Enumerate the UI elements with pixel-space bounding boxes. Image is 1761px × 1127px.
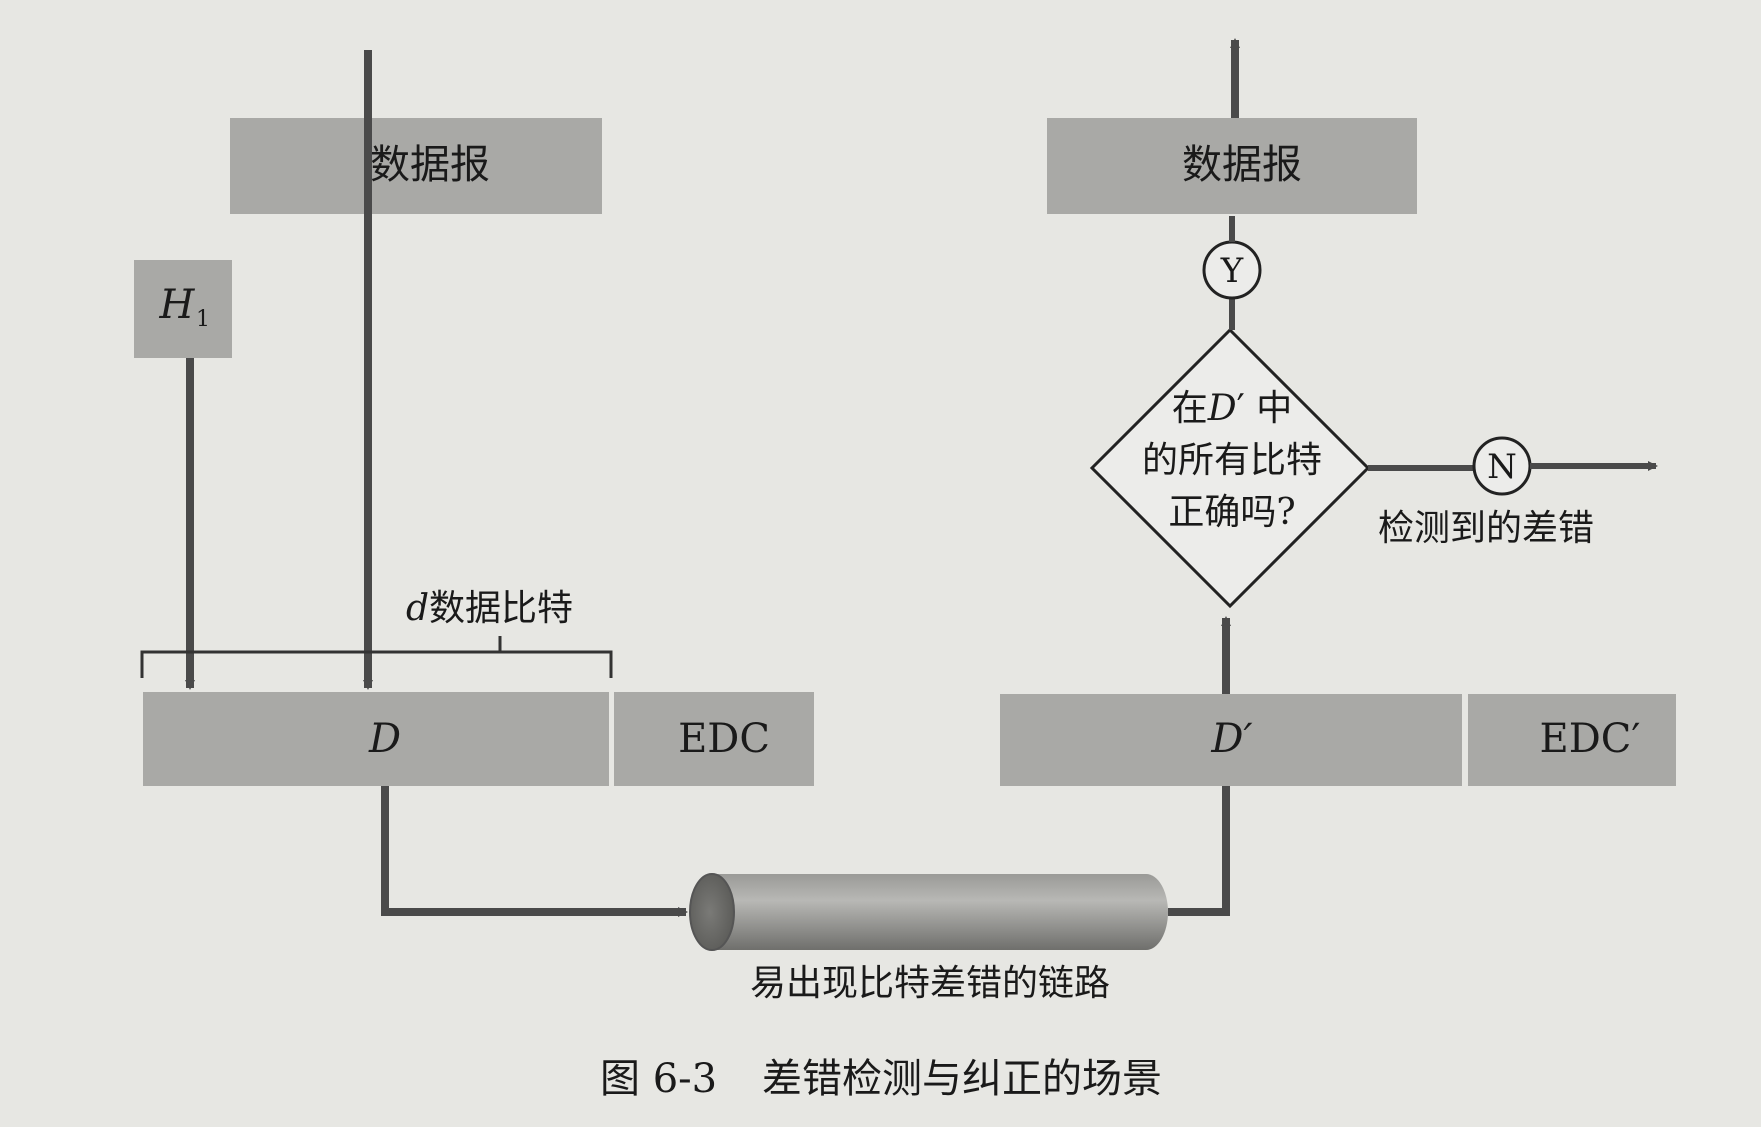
header-h1-box: H 1 <box>134 260 232 358</box>
decision-text-line2: 的所有比特 <box>1142 440 1322 481</box>
receiver-data-box: D′ <box>1000 694 1462 786</box>
receiver-edc-box: EDC′ <box>1468 694 1676 786</box>
sender-datagram-box: 数据报 <box>230 118 602 214</box>
sender-to-link-arrow <box>381 786 688 917</box>
decision-text-line1: 在D′ 中 <box>1172 388 1293 429</box>
decision-text-line3: 正确吗? <box>1168 492 1295 533</box>
error-detected-label: 检测到的差错 <box>1378 508 1594 549</box>
link-to-receiver-line <box>1168 786 1230 916</box>
receiver-datagram-label: 数据报 <box>1182 142 1302 188</box>
sender-edc-label: EDC <box>678 716 770 762</box>
decision-diamond: 在D′ 中 的所有比特 正确吗? <box>1089 327 1371 609</box>
figure-caption: 图 6-3 差错检测与纠正的场景 <box>600 1056 1162 1102</box>
caption-text: 差错检测与纠正的场景 <box>762 1056 1162 1102</box>
link-label: 易出现比特差错的链路 <box>750 963 1110 1004</box>
yes-circle: Y <box>1202 240 1262 300</box>
bit-error-link-pipe <box>689 873 1168 951</box>
caption-number: 图 6-3 <box>600 1056 717 1102</box>
yes-label: Y <box>1220 251 1244 291</box>
sender-edc-box: EDC <box>614 692 814 786</box>
header-subscript: 1 <box>196 307 210 332</box>
receiver-datagram-box: 数据报 <box>1047 118 1417 214</box>
sender-datagram-label: 数据报 <box>370 142 490 188</box>
header-label: H <box>159 282 196 328</box>
data-bits-bracket <box>140 636 613 678</box>
no-circle: N <box>1472 436 1532 496</box>
no-label: N <box>1487 447 1517 487</box>
receiver-edc-label: EDC′ <box>1540 716 1641 762</box>
receiver-data-label: D′ <box>1210 716 1252 762</box>
sender-data-box: D <box>143 692 609 786</box>
data-bits-label: d数据比特 <box>406 588 573 629</box>
sender-data-label: D <box>368 716 401 762</box>
